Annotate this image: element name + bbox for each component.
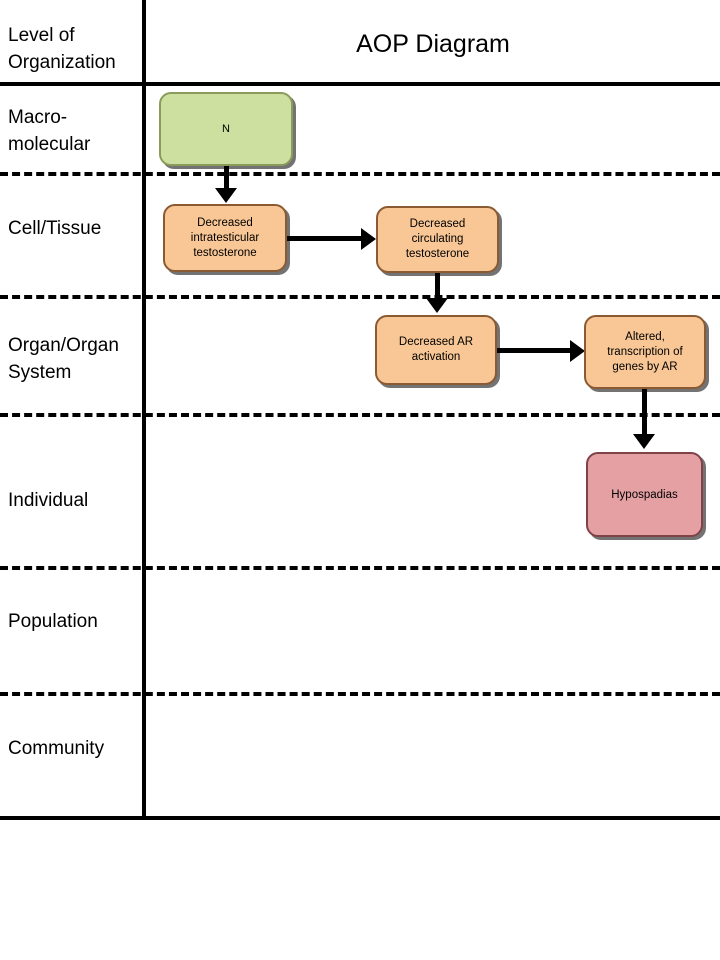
level-of-organization-header: Level of Organization: [8, 25, 116, 73]
row-label-cell-tissue: Cell/Tissue: [8, 218, 102, 239]
edge-line-circulating-to-ar-activation: [435, 272, 440, 300]
edge-line-transcription-to-hypospadias: [642, 389, 647, 437]
row-label-organ-organ-system: Organ/Organ System: [8, 335, 119, 383]
node-hypospadias[interactable]: Hypospadias: [586, 452, 703, 537]
row-divider-cell-tissue: [0, 295, 720, 299]
node-decreased-ar-activation[interactable]: Decreased AR activation: [375, 315, 497, 385]
edge-line-ar-activation-to-transcription: [497, 348, 572, 353]
edge-head-circulating-to-ar-activation: [426, 298, 448, 313]
table-bottom-rule: [0, 816, 720, 820]
row-label-community: Community: [8, 738, 105, 759]
node-label-hypospadias: Hypospadias: [611, 488, 678, 501]
node-decreased-circulating-testosterone[interactable]: Decreased circulating testosterone: [376, 206, 499, 273]
row-divider-organ-system: [0, 413, 720, 417]
row-divider-population: [0, 692, 720, 696]
node-label-altered-transcription-of-genes-by-ar: Altered, transcription of genes by AR: [607, 330, 683, 373]
node-molecular-initiating-event[interactable]: N: [159, 92, 293, 166]
column-divider: [142, 0, 146, 820]
node-label-decreased-circulating-testosterone: Decreased circulating testosterone: [405, 218, 470, 260]
row-label-macro-molecular: Macro- molecular: [8, 107, 91, 155]
edge-line-intratesticular-to-circulating: [287, 236, 363, 241]
row-label-population: Population: [8, 611, 98, 632]
edge-head-ar-activation-to-transcription: [570, 340, 585, 362]
node-label-decreased-intratesticular-testosterone: Decreased intratesticular testosterone: [190, 216, 260, 259]
edge-head-intratesticular-to-circulating: [361, 228, 376, 250]
node-altered-transcription-of-genes-by-ar[interactable]: Altered, transcription of genes by AR: [584, 315, 706, 389]
page-title: AOP Diagram: [356, 30, 510, 58]
edge-head-transcription-to-hypospadias: [633, 434, 655, 449]
node-decreased-intratesticular-testosterone[interactable]: Decreased intratesticular testosterone: [163, 204, 287, 272]
row-label-individual: Individual: [8, 490, 89, 511]
row-divider-macromolecular: [0, 172, 720, 176]
edge-line-mie-to-intratesticular: [224, 164, 229, 190]
edge-head-mie-to-intratesticular: [215, 188, 237, 203]
row-divider-individual: [0, 566, 720, 570]
header-bottom-rule: [0, 82, 720, 86]
node-label-decreased-ar-activation: Decreased AR activation: [398, 336, 474, 363]
node-label-molecular-initiating-event: N: [222, 123, 230, 135]
